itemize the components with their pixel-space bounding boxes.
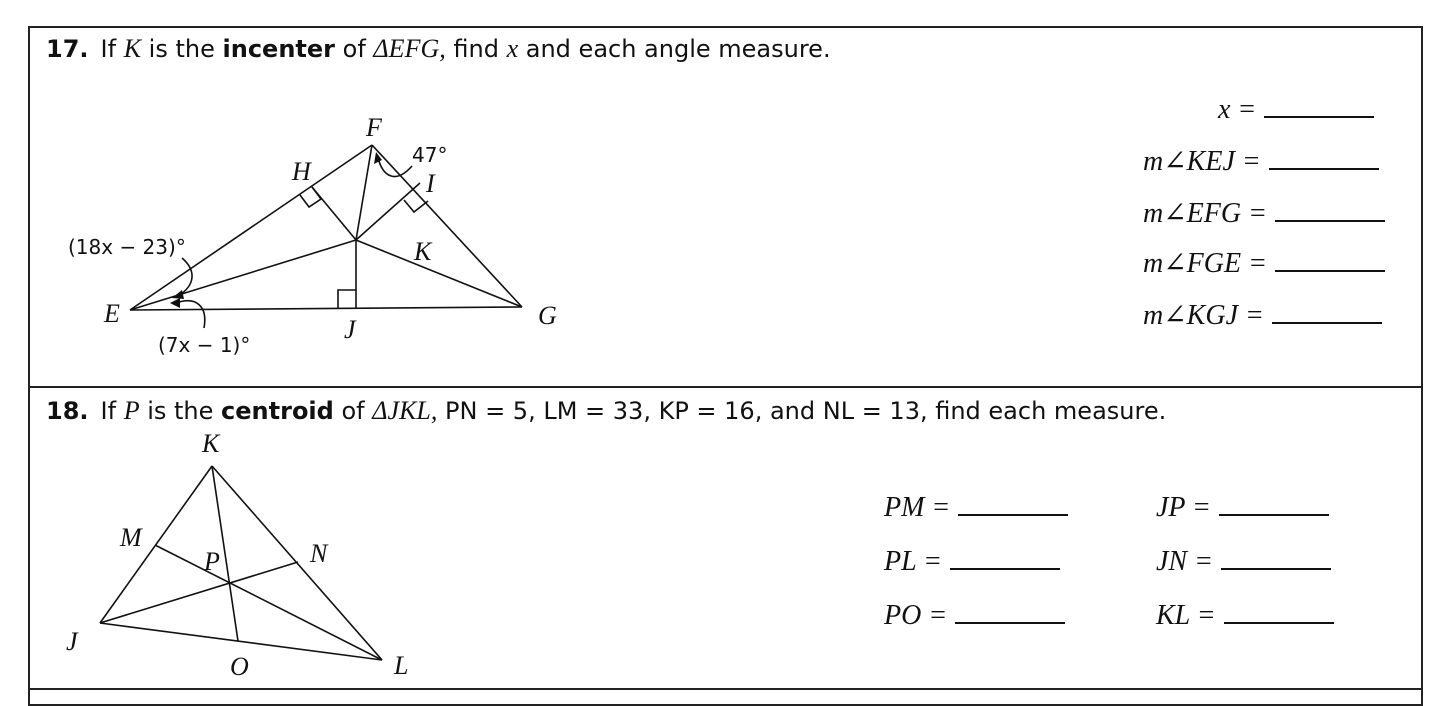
q18-side-jl: [99, 622, 383, 661]
q17-right-angle-j: [337, 289, 356, 308]
q18-of: of: [341, 397, 365, 425]
q17-perp-ki: [355, 182, 421, 241]
q17-label-h: H: [291, 157, 312, 186]
q17-angle-lower: (7x − 1)°: [158, 333, 250, 357]
q17-number: 17.: [46, 35, 89, 63]
q17-label-f: F: [365, 113, 383, 142]
q17-answer-efg: m∠EFG =: [1143, 196, 1386, 230]
q18-side-jk: [99, 465, 213, 624]
q17-var: x: [506, 34, 519, 63]
q17-triangle: ΔEFG,: [373, 34, 446, 63]
answer-blank[interactable]: [950, 544, 1061, 570]
q17-prompt: 17.If K is the incenter of ΔEFG, find x …: [46, 34, 831, 64]
q17-keyword: incenter: [222, 35, 336, 63]
q18-median-ln: [154, 544, 383, 661]
section-divider-bottom: [28, 688, 1423, 690]
q18-label-n: N: [309, 539, 329, 568]
q17-bisector-e: [129, 239, 357, 311]
q18-answer-pl: PL =: [884, 544, 1061, 578]
q17-label-j: J: [344, 315, 357, 344]
q17-if: If: [100, 35, 117, 63]
q18-keyword: centroid: [221, 397, 334, 425]
answer-blank[interactable]: [958, 490, 1069, 516]
q18-if: If: [100, 397, 117, 425]
q17-arrowhead-upper: [172, 290, 184, 299]
q17-point: K: [123, 34, 142, 63]
q17-arrow-47: [377, 157, 413, 178]
q17-arrow-upper: [177, 257, 193, 297]
q17-mid: is the: [148, 35, 215, 63]
q18-answer-jp: JP =: [1156, 490, 1329, 524]
answer-blank[interactable]: [1275, 246, 1386, 272]
q17-answer-kej: m∠KEJ =: [1143, 144, 1379, 178]
q17-arrowhead-47: [374, 152, 382, 164]
q17-arrow-lower: [175, 300, 206, 329]
answer-blank[interactable]: [1221, 544, 1331, 570]
q17-find: find: [453, 35, 499, 63]
q18-number: 18.: [46, 397, 89, 425]
q18-given: PN = 5, LM = 33, KP = 16, and NL = 13, f…: [445, 397, 1167, 425]
q17-right-angle-i: [403, 199, 429, 214]
q18-median-jn: [99, 561, 299, 624]
q18-triangle: ΔJKL,: [372, 396, 438, 425]
q18-prompt: 18. If P is the centroid of ΔJKL, PN = 5,…: [46, 396, 1166, 426]
q18-figure: K M N P J O L: [66, 429, 408, 681]
q18-label-p: P: [203, 547, 220, 576]
answer-blank[interactable]: [1218, 490, 1329, 516]
q17-angle-upper: (18x − 23)°: [68, 235, 186, 259]
q18-label-o: O: [230, 652, 249, 681]
q17-angle-47: 47°: [412, 143, 447, 167]
q17-answer-x: x =: [1218, 92, 1375, 126]
q17-figure: F H I K E J G 47° (18x − 23)° (7x − 1)°: [68, 113, 557, 357]
q17-rest: and each angle measure.: [525, 35, 831, 63]
answer-blank[interactable]: [1271, 298, 1382, 324]
q18-median-ko: [211, 465, 239, 642]
q17-label-i: I: [425, 169, 436, 198]
q17-label-g: G: [538, 301, 557, 330]
q18-answer-po: PO =: [884, 598, 1066, 632]
answer-blank[interactable]: [1268, 144, 1379, 170]
q18-label-k: K: [201, 429, 221, 458]
section-divider: [28, 386, 1423, 388]
q17-arrowhead-lower: [170, 298, 180, 308]
q17-label-k: K: [413, 237, 433, 266]
q17-label-e: E: [103, 299, 120, 328]
q17-of: of: [342, 35, 366, 63]
answer-blank[interactable]: [1275, 196, 1386, 222]
q17-triangle-side-fg: [371, 144, 523, 308]
answer-blank[interactable]: [1223, 598, 1334, 624]
q17-bisector-g: [355, 239, 523, 308]
q17-answer-kgj: m∠KGJ =: [1143, 298, 1382, 332]
q18-answer-pm: PM =: [884, 490, 1069, 524]
q18-point: P: [123, 396, 140, 425]
q17-triangle-side-eg: [129, 306, 523, 311]
q17-triangle-side-ef: [129, 144, 373, 311]
q17-answer-fge: m∠FGE =: [1143, 246, 1386, 280]
answer-blank[interactable]: [955, 598, 1066, 624]
q17-bisector-f: [355, 144, 373, 241]
q18-answer-kl: KL =: [1156, 598, 1334, 632]
q18-label-j: J: [66, 627, 79, 656]
q18-answer-jn: JN =: [1156, 544, 1331, 578]
q18-mid: is the: [147, 397, 214, 425]
answer-blank[interactable]: [1264, 92, 1375, 118]
q18-label-m: M: [119, 523, 143, 552]
q18-label-l: L: [393, 651, 408, 680]
q17-right-angle-h: [299, 186, 323, 209]
